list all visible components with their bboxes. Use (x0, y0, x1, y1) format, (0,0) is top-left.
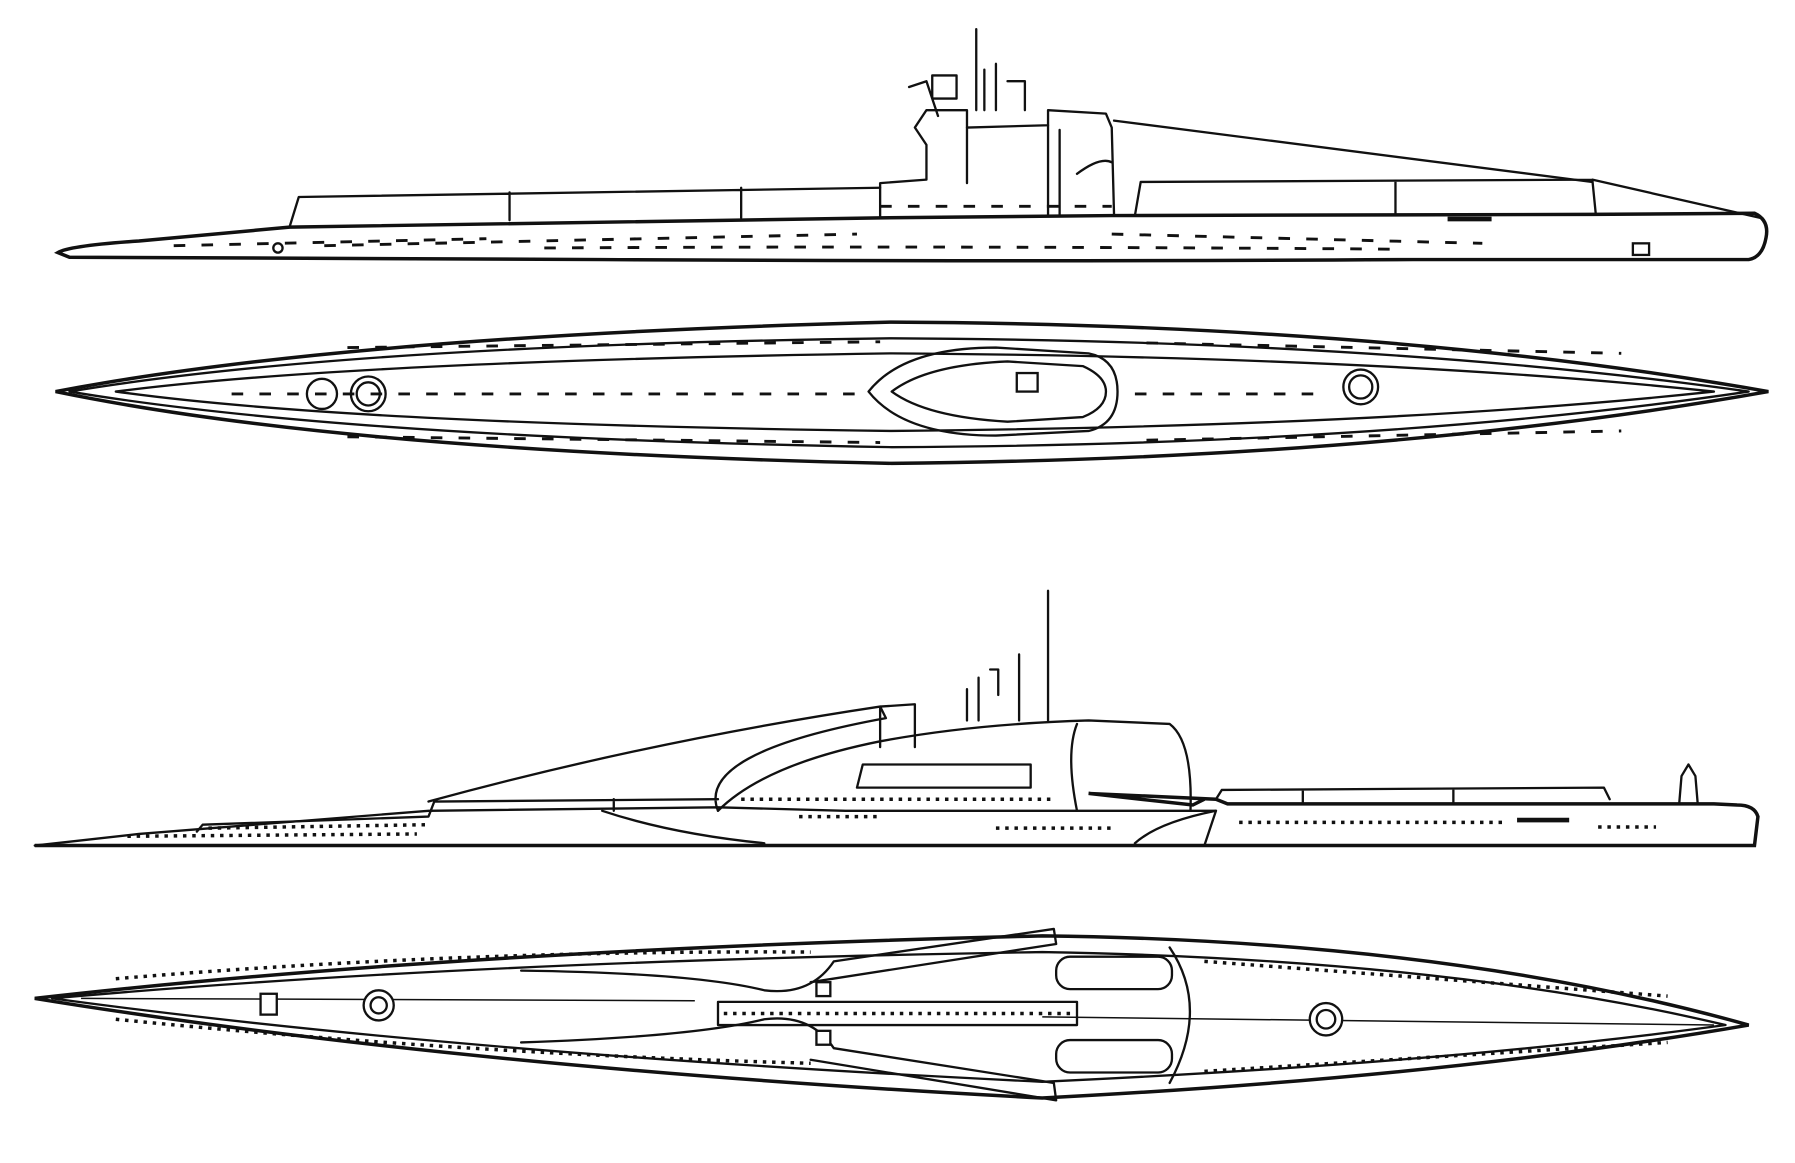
submarine-2-top-view (34, 927, 1750, 1102)
submarine-1-side-view (54, 27, 1769, 263)
submarine-2-side-view (33, 589, 1760, 848)
submarine-1-top-view (55, 320, 1769, 466)
